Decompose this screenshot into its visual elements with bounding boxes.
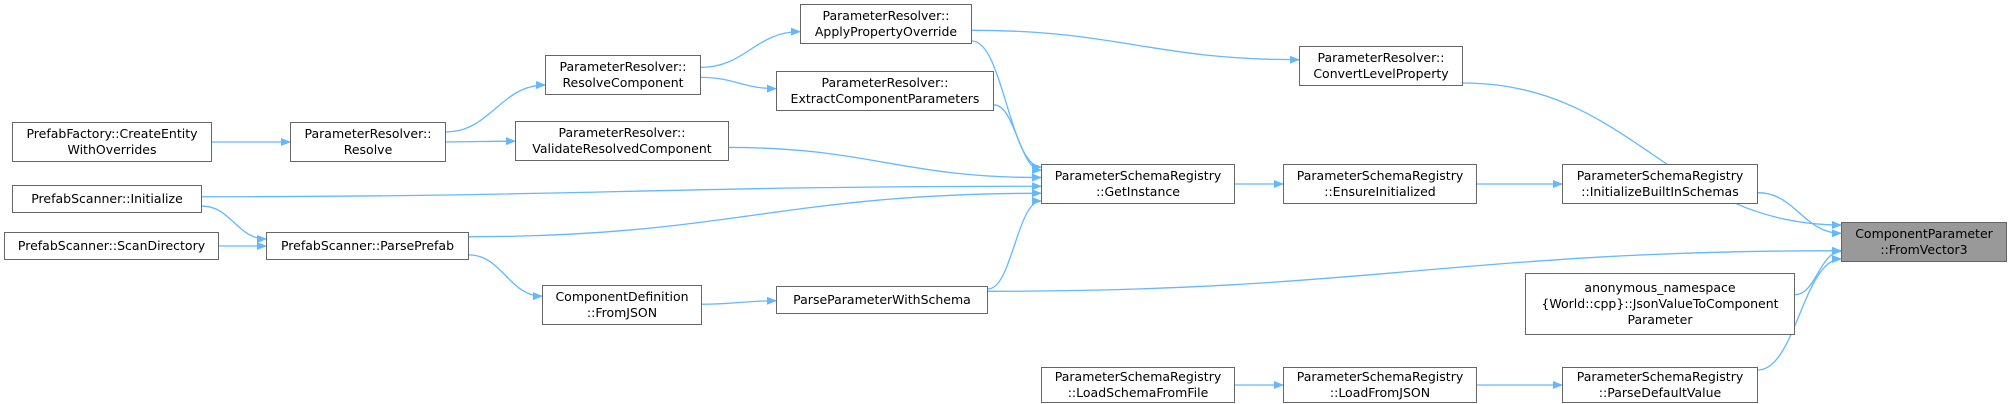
node-label-line: {World::cpp}::JsonValueToComponent bbox=[1541, 296, 1779, 311]
node-label-line: ParameterResolver:: bbox=[1317, 50, 1445, 65]
node-label-line: ResolveComponent bbox=[562, 75, 684, 90]
node-label-line: ExtractComponentParameters bbox=[790, 91, 980, 106]
node-load-from-json[interactable]: ParameterSchemaRegistry::LoadFromJSON bbox=[1283, 367, 1477, 403]
node-label-line: ComponentParameter bbox=[1855, 226, 1993, 241]
node-label-line: ParameterSchemaRegistry bbox=[1054, 168, 1222, 183]
edge-resolve-component-to-apply-property-override bbox=[700, 27, 801, 68]
edge-resolve-to-resolve-component bbox=[445, 81, 546, 133]
node-label-line: ::LoadSchemaFromFile bbox=[1067, 385, 1209, 400]
node-label-line: ParameterResolver:: bbox=[558, 125, 686, 140]
node-label-line: ParameterSchemaRegistry bbox=[1054, 369, 1222, 384]
node-label-line: ParameterSchemaRegistry bbox=[1576, 369, 1744, 384]
node-label-line: ParameterResolver:: bbox=[559, 59, 687, 74]
node-label-line: ParameterSchemaRegistry bbox=[1576, 168, 1744, 183]
edge-prefab-scanner-initialize-to-get-instance bbox=[201, 182, 1042, 198]
edge-json-value-to-component-parameter-to-fromvector3 bbox=[1794, 247, 1842, 296]
node-parse-prefab[interactable]: PrefabScanner::ParsePrefab bbox=[266, 232, 469, 260]
node-convert-level-property[interactable]: ParameterResolver::ConvertLevelProperty bbox=[1299, 46, 1463, 86]
edge-initialize-builtin-schemas-to-fromvector3 bbox=[1757, 192, 1842, 238]
node-initialize-builtin-schemas[interactable]: ParameterSchemaRegistry::InitializeBuilt… bbox=[1562, 164, 1758, 204]
node-parse-default-value[interactable]: ParameterSchemaRegistry::ParseDefaultVal… bbox=[1562, 367, 1758, 403]
edge-extract-component-parameters-to-get-instance bbox=[993, 104, 1042, 175]
node-label-line: ParseParameterWithSchema bbox=[793, 292, 971, 307]
node-label-line: ConvertLevelProperty bbox=[1313, 66, 1449, 81]
node-label-line: Parameter bbox=[1627, 312, 1693, 327]
node-label-line: Resolve bbox=[343, 142, 393, 157]
node-label-line: ::ParseDefaultValue bbox=[1598, 385, 1722, 400]
node-label-line: PrefabFactory::CreateEntity bbox=[26, 126, 198, 141]
edge-parse-prefab-to-get-instance bbox=[468, 189, 1042, 238]
node-label-line: ::FromVector3 bbox=[1880, 242, 1968, 257]
edge-prefab-scanner-initialize-to-parse-prefab bbox=[201, 205, 267, 243]
edge-component-definition-from-json-to-parse-parameter-with-schema bbox=[701, 296, 777, 305]
node-label-line: ParameterSchemaRegistry bbox=[1296, 168, 1464, 183]
node-label-line: PrefabScanner::ParsePrefab bbox=[280, 238, 455, 253]
node-get-instance[interactable]: ParameterSchemaRegistry::GetInstance bbox=[1041, 164, 1235, 204]
edge-resolve-to-validate-resolved-component bbox=[445, 137, 516, 146]
edges bbox=[201, 27, 1842, 389]
node-label-line: ValidateResolvedComponent bbox=[532, 141, 712, 156]
edge-parse-prefab-to-component-definition-from-json bbox=[468, 254, 543, 301]
edge-parse-parameter-with-schema-to-get-instance bbox=[987, 197, 1042, 290]
node-parse-parameter-with-schema[interactable]: ParseParameterWithSchema bbox=[776, 286, 988, 314]
node-label-line: ::InitializeBuiltInSchemas bbox=[1581, 184, 1739, 199]
node-component-definition-from-json[interactable]: ComponentDefinition::FromJSON bbox=[542, 285, 702, 325]
node-label-line: ::EnsureInitialized bbox=[1324, 184, 1436, 199]
edge-convert-level-property-to-fromvector3 bbox=[1462, 82, 1842, 229]
edge-apply-property-override-to-get-instance bbox=[971, 40, 1042, 171]
node-prefab-scanner-initialize[interactable]: PrefabScanner::Initialize bbox=[12, 185, 202, 213]
node-label-line: ::FromJSON bbox=[586, 305, 658, 320]
node-label-line: ParameterResolver:: bbox=[822, 8, 950, 23]
node-load-schema-from-file[interactable]: ParameterSchemaRegistry::LoadSchemaFromF… bbox=[1041, 367, 1235, 403]
node-apply-property-override[interactable]: ParameterResolver::ApplyPropertyOverride bbox=[800, 4, 972, 44]
node-label-line: anonymous_namespace bbox=[1584, 280, 1736, 295]
node-label-line: WithOverrides bbox=[67, 142, 157, 157]
edge-apply-property-override-to-convert-level-property bbox=[971, 29, 1300, 64]
node-extract-component-parameters[interactable]: ParameterResolver::ExtractComponentParam… bbox=[776, 71, 994, 111]
node-label-line: ParameterResolver:: bbox=[821, 75, 949, 90]
node-ensure-initialized[interactable]: ParameterSchemaRegistry::EnsureInitializ… bbox=[1283, 164, 1477, 204]
node-json-value-to-component-parameter[interactable]: anonymous_namespace{World::cpp}::JsonVal… bbox=[1525, 273, 1795, 335]
node-label-line: ParameterResolver:: bbox=[304, 126, 432, 141]
node-label-line: ComponentDefinition bbox=[555, 289, 689, 304]
node-resolve[interactable]: ParameterResolver::Resolve bbox=[290, 122, 446, 162]
edge-resolve-component-to-extract-component-parameters bbox=[700, 76, 777, 93]
node-label-line: PrefabScanner::Initialize bbox=[31, 191, 183, 206]
node-scan-directory[interactable]: PrefabScanner::ScanDirectory bbox=[4, 232, 219, 260]
node-label-line: ::GetInstance bbox=[1096, 184, 1180, 199]
edge-parse-parameter-with-schema-to-fromvector3 bbox=[987, 246, 1842, 292]
edge-validate-resolved-component-to-get-instance bbox=[728, 146, 1042, 182]
node-label-line: PrefabScanner::ScanDirectory bbox=[17, 238, 206, 253]
node-resolve-component[interactable]: ParameterResolver::ResolveComponent bbox=[545, 55, 701, 95]
node-fromvector3[interactable]: ComponentParameter::FromVector3 bbox=[1841, 222, 2007, 262]
node-validate-resolved-component[interactable]: ParameterResolver::ValidateResolvedCompo… bbox=[515, 121, 729, 161]
node-label-line: ApplyPropertyOverride bbox=[814, 24, 958, 39]
edge-parse-default-value-to-fromvector3 bbox=[1757, 255, 1842, 371]
node-label-line: ::LoadFromJSON bbox=[1329, 385, 1431, 400]
node-label-line: ParameterSchemaRegistry bbox=[1296, 369, 1464, 384]
